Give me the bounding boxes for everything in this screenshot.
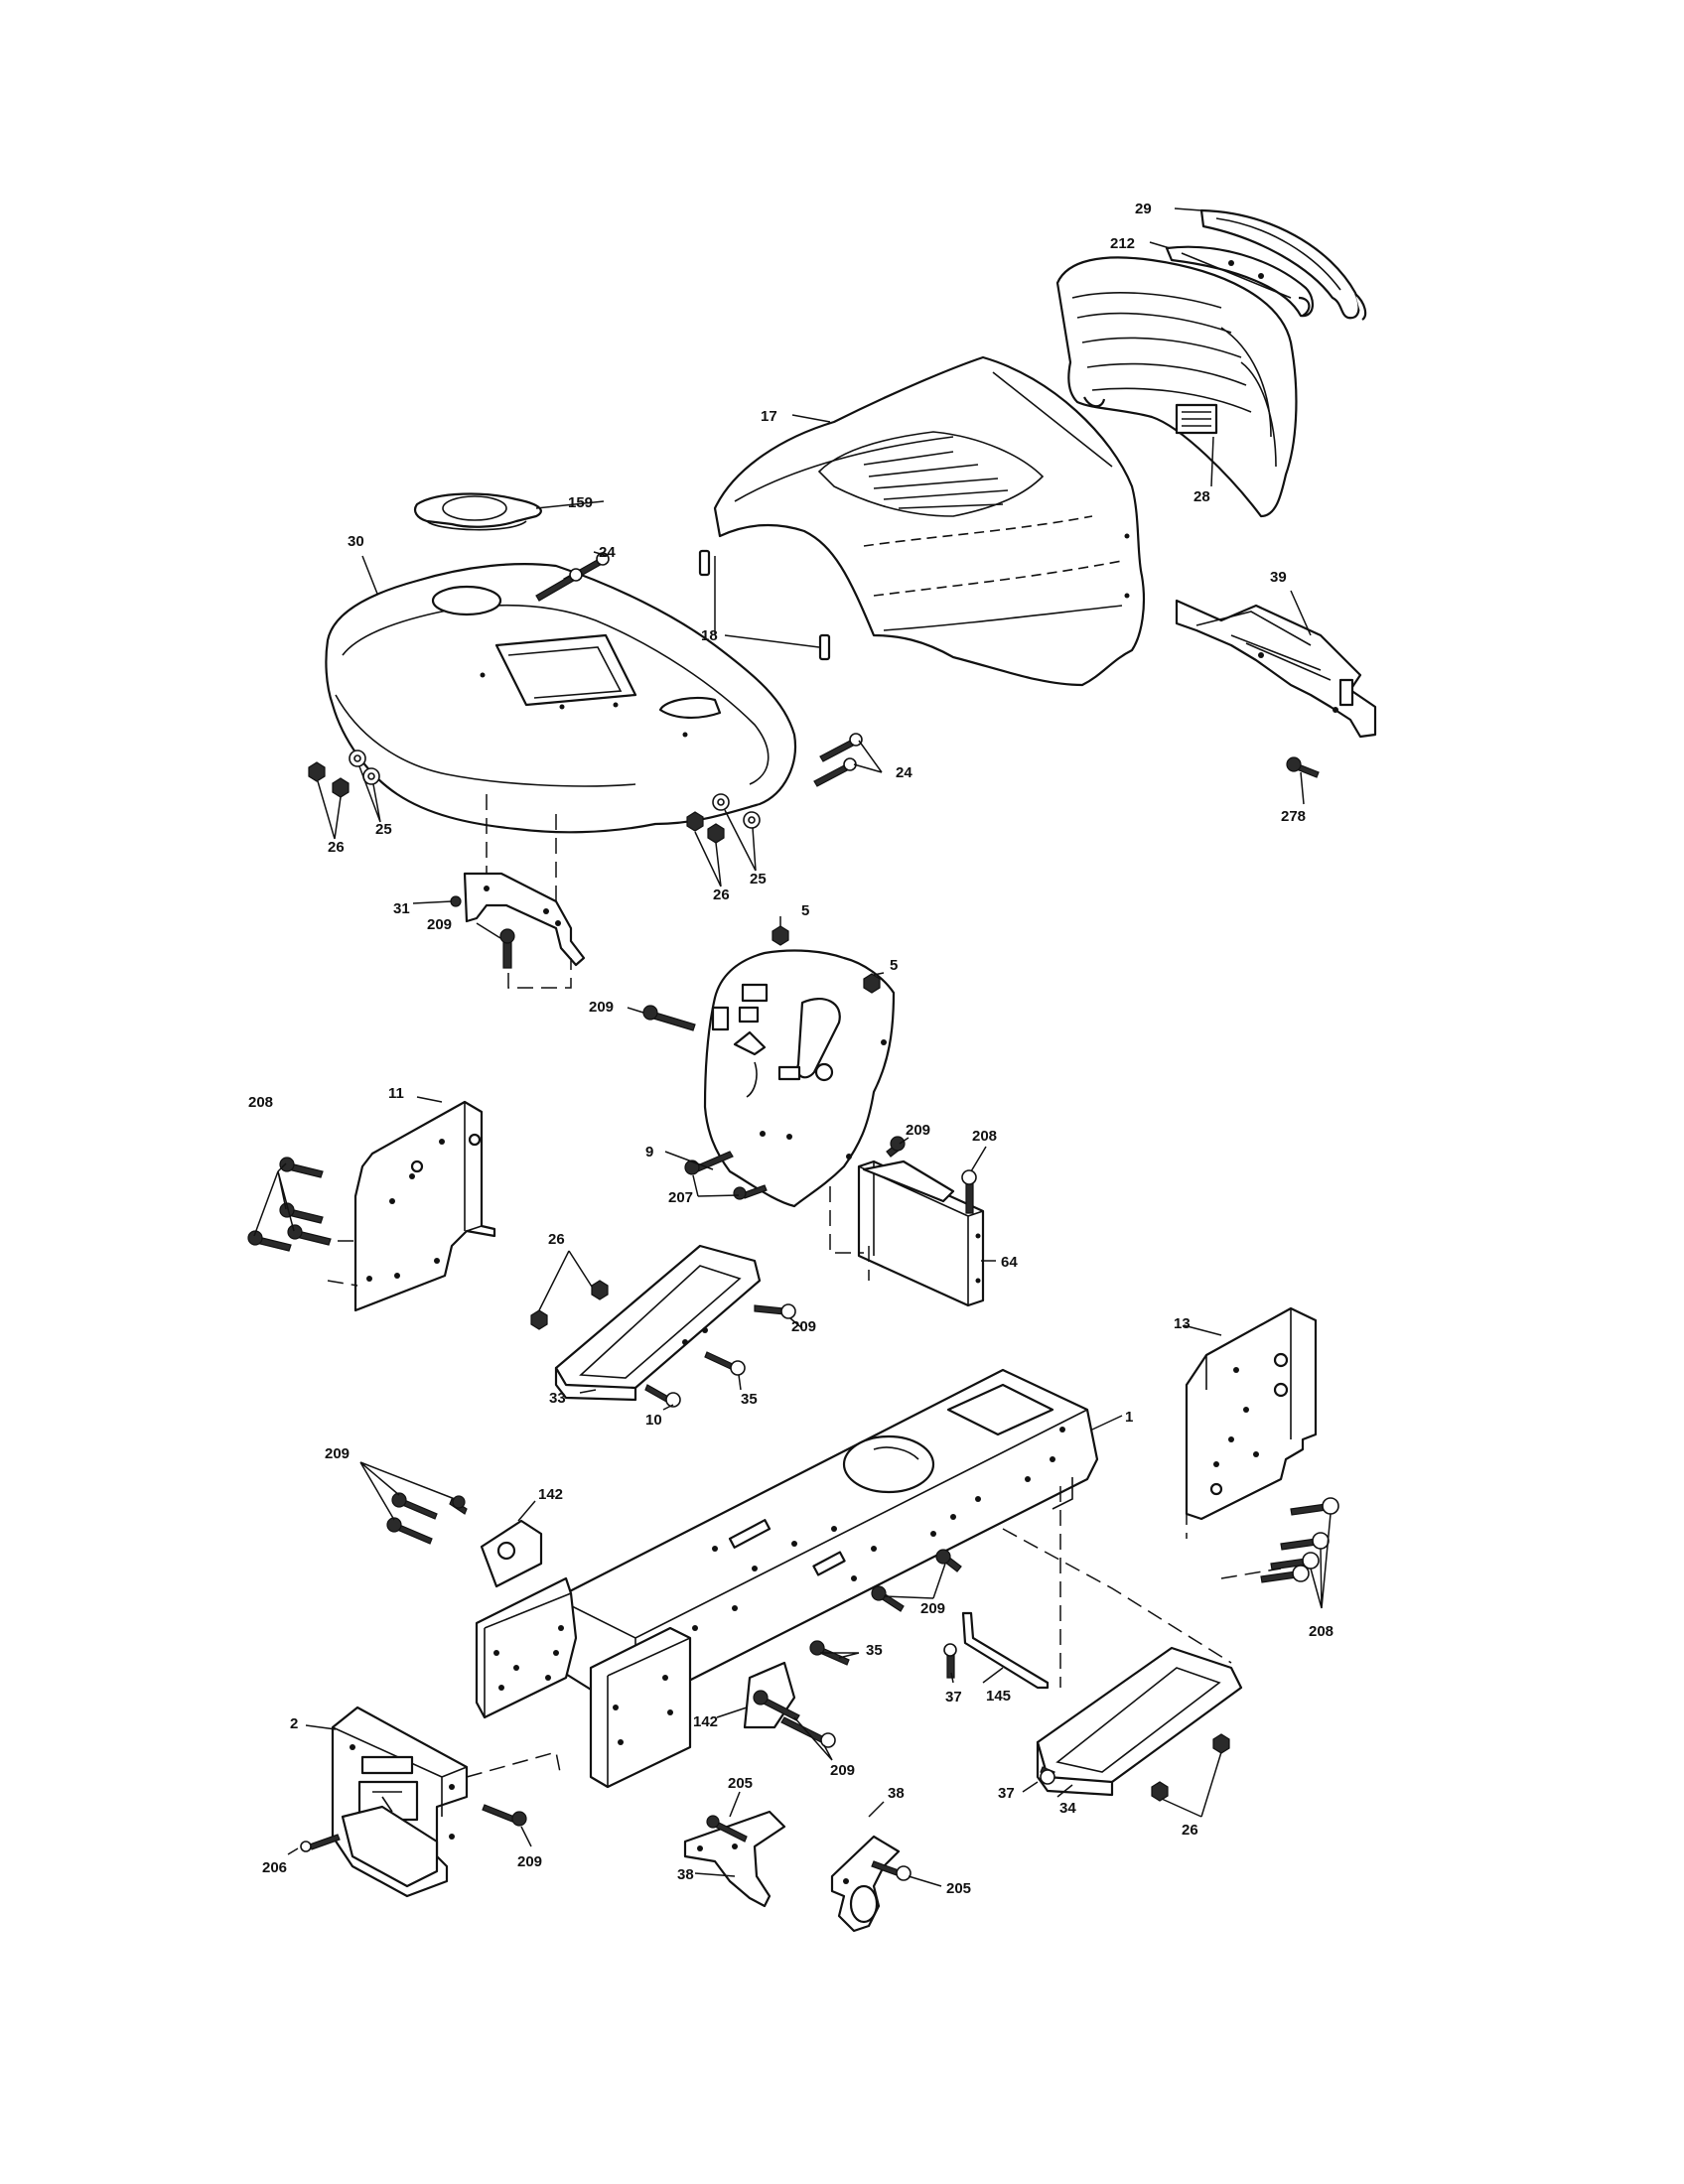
callout-208-c: 208 [1309,1623,1333,1640]
callout-35-b: 35 [866,1642,883,1659]
callout-37-a: 37 [945,1689,962,1706]
part-33-footrest-left [554,1244,762,1402]
part-2-rear-hitch-plate [331,1706,469,1898]
callout-11: 11 [388,1085,404,1102]
part-13-right-side-panel [1185,1306,1318,1521]
part-11-left-side-panel [353,1100,496,1312]
part-38-bracket-right [830,1835,901,1933]
callout-37-b: 37 [998,1785,1015,1802]
callout-209-b: 209 [589,999,614,1016]
callout-206: 206 [262,1859,287,1876]
callout-13: 13 [1174,1315,1191,1332]
leader-lines [253,207,1332,1887]
part-28-front-grille [1055,256,1298,518]
callout-18: 18 [701,627,718,644]
callout-209-f: 209 [920,1600,945,1617]
callout-26-footrest: 26 [548,1231,565,1248]
callout-24-upper: 24 [599,544,616,561]
part-64-bracket-bar [857,1160,985,1307]
part-29-grille-trim [1199,208,1367,321]
callout-64: 64 [1001,1254,1018,1271]
callout-24-lower: 24 [896,764,912,781]
callout-209-g: 209 [830,1762,855,1779]
callout-17: 17 [761,408,777,425]
callout-209-d: 209 [791,1318,816,1335]
part-145-rod [961,1611,1050,1690]
callout-35-a: 35 [741,1391,758,1408]
part-38-bracket-left [683,1810,786,1908]
callout-209-a: 209 [427,916,452,933]
callout-26-right-footrest: 26 [1182,1822,1198,1839]
callout-33: 33 [549,1390,566,1407]
callout-212: 212 [1110,235,1135,252]
callout-159: 159 [568,494,593,511]
callout-278: 278 [1281,808,1306,825]
callout-9: 9 [645,1144,653,1160]
callout-25-right: 25 [750,871,767,887]
callout-labels: 29 212 17 28 159 30 24 18 39 24 278 25 2… [248,201,1333,1897]
part-18-clips [698,549,831,661]
callout-2: 2 [290,1715,298,1732]
part-212-lens-strip [1165,245,1314,318]
callout-208-b: 208 [972,1128,997,1145]
callout-142-upper: 142 [538,1486,563,1503]
callout-28: 28 [1193,488,1210,505]
callout-5-b: 5 [890,957,898,974]
hardware-fasteners [247,552,1339,1881]
callout-207: 207 [668,1189,693,1206]
part-142-axle-bracket-upper [475,1519,578,1719]
callout-29: 29 [1135,201,1152,217]
callout-26-left: 26 [328,839,345,856]
callout-209-h: 209 [517,1853,542,1870]
callout-205-a: 205 [728,1775,753,1792]
part-30-fender-pan [325,563,797,834]
part-1-main-frame [554,1368,1099,1695]
callout-39: 39 [1270,569,1287,586]
callout-209-c: 209 [906,1122,930,1139]
callout-208-a: 208 [248,1094,273,1111]
callout-26-right: 26 [713,887,730,903]
callout-34: 34 [1059,1800,1076,1817]
part-159-cup-holder [413,492,542,531]
callout-31: 31 [393,900,410,917]
callout-10: 10 [645,1412,662,1429]
callout-25-left: 25 [375,821,392,838]
alignment-lines [327,794,1282,1778]
callout-145: 145 [986,1688,1011,1705]
part-9-dash-panel [703,949,896,1208]
part-142-axle-bracket-lower [589,1626,796,1789]
callout-1: 1 [1125,1409,1133,1426]
callout-209-e: 209 [325,1445,350,1462]
callout-142-lower: 142 [693,1713,718,1730]
part-34-footrest-right [1036,1646,1243,1797]
callout-205-b: 205 [946,1880,971,1897]
callout-38-b: 38 [888,1785,905,1802]
part-17-hood [713,355,1146,687]
callout-38-a: 38 [677,1866,694,1883]
part-31-dash-bracket [463,872,586,967]
callout-30: 30 [348,533,364,550]
callout-5-a: 5 [801,902,809,919]
part-39-bracket [1175,599,1377,739]
